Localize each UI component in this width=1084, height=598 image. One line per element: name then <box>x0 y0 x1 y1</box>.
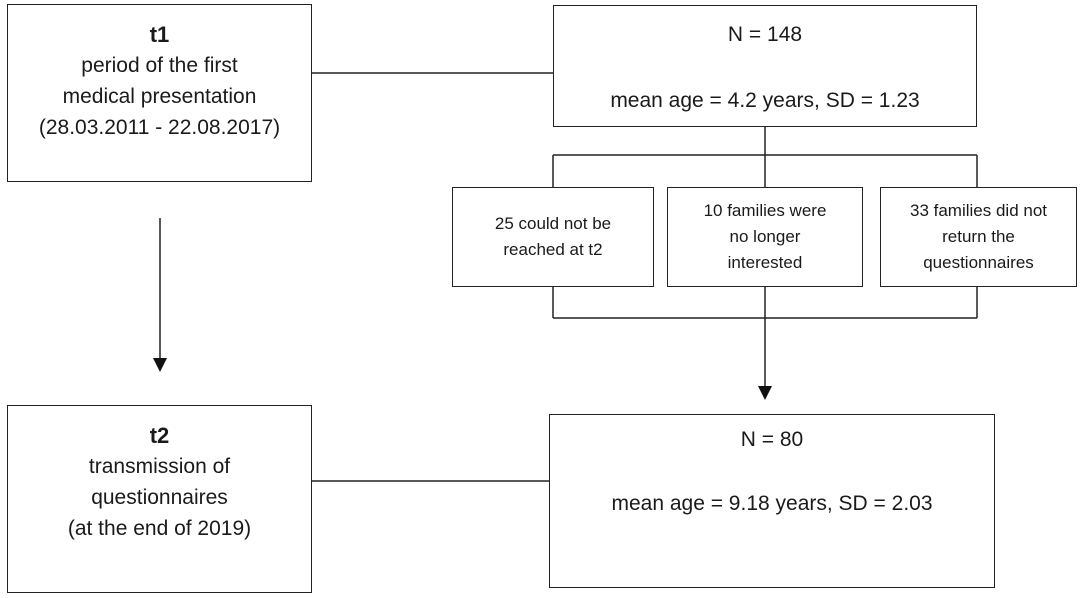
dropout-box-not-interested: 10 families were no longer interested <box>667 187 863 287</box>
dropout-3-line-1: 33 families did not <box>909 201 1048 220</box>
dropout-2-line-3: interested <box>727 253 803 272</box>
t1-label: t1 <box>149 22 170 47</box>
dropout-3-line-3: questionnaires <box>923 253 1034 272</box>
dropout-1-line-2: reached at t2 <box>503 240 603 259</box>
dropout-1-line-1: 25 could not be <box>494 214 612 233</box>
initial-sample-stats: mean age = 4.2 years, SD = 1.23 <box>610 89 920 112</box>
final-sample-stats: mean age = 9.18 years, SD = 2.03 <box>611 492 933 515</box>
t2-line-3: (at the end of 2019) <box>67 517 252 540</box>
t2-line-2: questionnaires <box>91 486 228 509</box>
dropout-2-line-2: no longer <box>729 227 801 246</box>
final-sample-box: N = 80 mean age = 9.18 years, SD = 2.03 <box>549 414 995 588</box>
initial-sample-size: N = 148 <box>727 23 803 46</box>
final-sample-size: N = 80 <box>740 428 804 451</box>
t1-line-3: (28.03.2011 - 22.08.2017) <box>38 116 281 139</box>
t1-box: t1 period of the first medical presentat… <box>7 4 312 182</box>
t1-line-1: period of the first <box>81 54 238 77</box>
t2-box: t2 transmission of questionnaires (at th… <box>7 405 312 593</box>
dropout-2-line-1: 10 families were <box>703 201 827 220</box>
final-arrow-head <box>758 386 772 400</box>
dropout-box-not-returned: 33 families did not return the questionn… <box>880 187 1077 287</box>
t1-line-2: medical presentation <box>62 85 257 108</box>
t2-line-1: transmission of <box>88 455 231 478</box>
initial-sample-box: N = 148 mean age = 4.2 years, SD = 1.23 <box>553 5 977 127</box>
t2-label: t2 <box>149 423 170 448</box>
timeline-arrow-head <box>153 358 167 372</box>
dropout-3-line-2: return the <box>942 227 1015 246</box>
dropout-box-unreachable: 25 could not be reached at t2 <box>452 187 654 287</box>
